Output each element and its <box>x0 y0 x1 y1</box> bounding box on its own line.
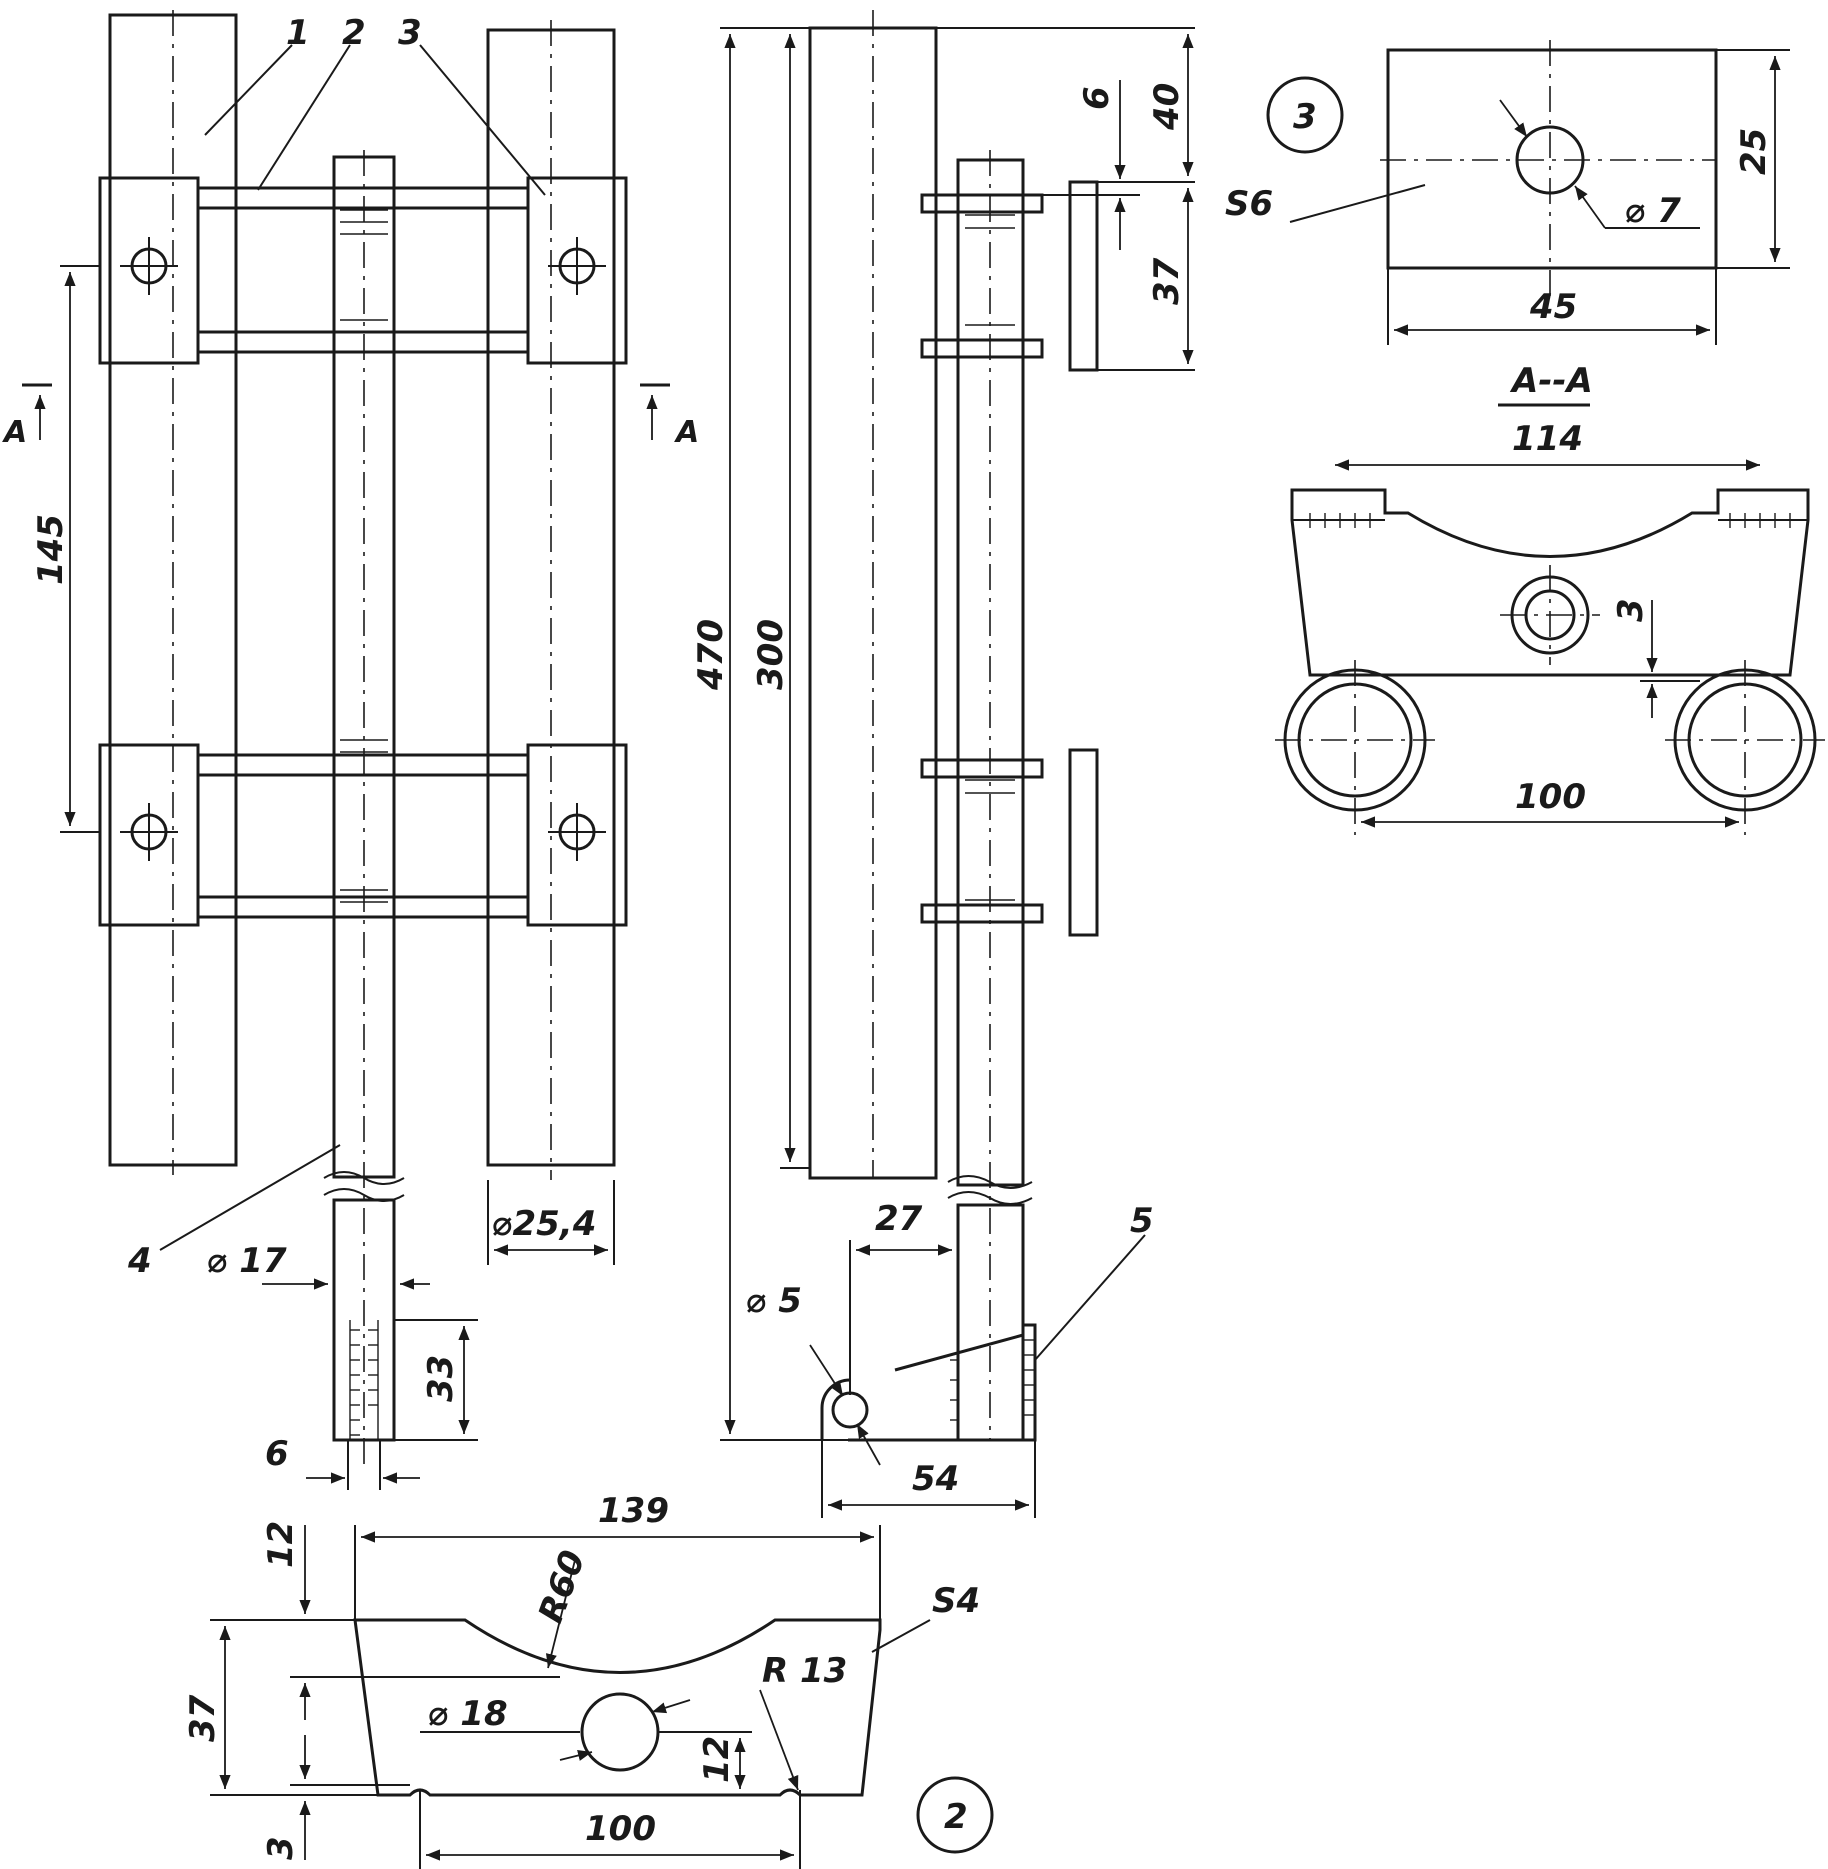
detail-3-callout <box>1266 76 1344 154</box>
section-dim-3: 3 <box>1611 598 1651 622</box>
clamp-lower-left <box>98 743 200 927</box>
detail-2-r60: R60 <box>531 1545 594 1628</box>
section-title: A--A <box>1509 361 1593 401</box>
dim-470: 470 <box>691 619 731 691</box>
side-rod-break <box>947 1191 1033 1205</box>
detail-2-dim-d18: ⌀ 18 <box>428 1694 508 1734</box>
detail-2-plate <box>353 1618 882 1797</box>
dim-300: 300 <box>751 619 791 690</box>
detail-3: 3 S6 ⌀ 7 25 45 <box>1225 40 1790 345</box>
side-bar-lower-a <box>920 758 1044 779</box>
dim-33: 33 <box>421 1355 461 1402</box>
part-label-1: 1 <box>286 13 310 53</box>
clamp-upper-left <box>98 176 200 365</box>
detail-2-hole <box>580 1692 660 1772</box>
detail-2-dim-3: 3 <box>261 1836 301 1860</box>
side-clamp-lower <box>1068 748 1099 937</box>
dim-d25-4: ⌀25,4 <box>492 1204 596 1244</box>
dim-6-front: 6 <box>265 1434 289 1474</box>
foot-weld <box>1021 1323 1037 1442</box>
front-view: 1 2 3 A A 145 ⌀25,4 4 ⌀ 17 <box>2 10 699 1490</box>
detail-2-number: 2 <box>944 1797 968 1837</box>
section-mark-left: A <box>2 383 52 450</box>
rod-threads <box>349 1320 379 1440</box>
section-dim-114: 114 <box>1512 419 1583 459</box>
detail-3-dim-d7: ⌀ 7 <box>1625 191 1681 231</box>
side-bar-upper-b <box>920 338 1044 359</box>
detail-3-plate <box>1386 48 1718 270</box>
section-label-right: A <box>674 415 699 450</box>
detail-2-dim-12-top: 12 <box>261 1521 301 1568</box>
part-label-3: 3 <box>398 13 422 53</box>
detail-2: 139 R60 S4 R 13 ⌀ 18 12 37 12 3 <box>183 1491 994 1869</box>
dim-37-side: 37 <box>1147 257 1187 305</box>
bar-2-upper-b <box>196 330 530 354</box>
dim-6-side: 6 <box>1077 86 1117 110</box>
foot-bracket <box>848 1333 1025 1442</box>
detail-3-number: 3 <box>1293 97 1317 137</box>
side-clamp-upper <box>1068 180 1099 372</box>
section-bracket <box>1290 488 1810 677</box>
foot-pin <box>831 1391 869 1429</box>
dim-d17: ⌀ 17 <box>207 1241 287 1281</box>
detail-2-r13: R 13 <box>762 1651 847 1691</box>
detail-2-dim-12-hole: 12 <box>697 1736 737 1783</box>
section-a-a: A--A 114 3 <box>1275 361 1825 835</box>
dim-27: 27 <box>875 1199 923 1239</box>
part-label-2: 2 <box>342 13 366 53</box>
section-mark-right: A <box>640 383 699 450</box>
part-label-4: 4 <box>127 1241 152 1281</box>
bar-2-lower-a <box>196 753 530 777</box>
side-bar-lower-b <box>920 903 1044 924</box>
detail-2-dim-100: 100 <box>585 1809 656 1849</box>
detail-3-dim-25: 25 <box>1734 128 1774 175</box>
side-view: 470 300 40 37 6 5 27 <box>691 10 1195 1518</box>
section-label-left: A <box>2 415 27 450</box>
clamp-lower-right <box>526 743 628 927</box>
bar-2-lower-b <box>196 895 530 919</box>
dim-40: 40 <box>1147 83 1187 131</box>
dim-d5: ⌀ 5 <box>746 1281 802 1321</box>
detail-3-dim-45: 45 <box>1529 287 1577 327</box>
detail-3-thickness: S6 <box>1225 184 1273 224</box>
part-label-5: 5 <box>1130 1201 1154 1241</box>
clamp-upper-right <box>526 176 628 365</box>
side-bar-upper-a <box>920 193 1044 214</box>
dim-145: 145 <box>31 514 71 585</box>
bar-2-upper-a <box>196 186 530 210</box>
detail-2-callout <box>916 1776 994 1854</box>
section-dim-100: 100 <box>1515 777 1586 817</box>
detail-2-thickness: S4 <box>932 1581 980 1621</box>
dim-54: 54 <box>912 1459 959 1499</box>
detail-2-dim-139: 139 <box>598 1491 669 1531</box>
detail-2-dim-37: 37 <box>183 1694 223 1742</box>
